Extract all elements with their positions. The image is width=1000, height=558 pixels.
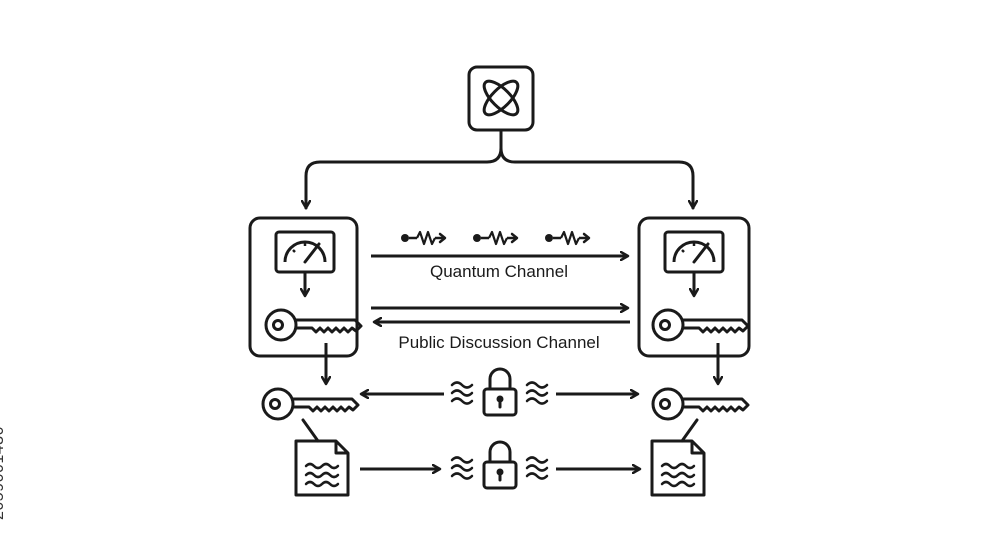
photon-icon	[471, 230, 519, 246]
source-split-connector	[306, 128, 693, 210]
wave-icon	[450, 456, 474, 480]
key-icon	[261, 387, 360, 421]
photon-icon	[543, 230, 591, 246]
sender-station	[248, 216, 363, 358]
receiver-doc-connector	[680, 418, 699, 443]
quantum-channel-label: Quantum Channel	[430, 262, 568, 281]
meter-icon	[663, 230, 725, 274]
key-icon	[264, 308, 363, 342]
key-icon	[651, 387, 750, 421]
quantum-source	[467, 65, 535, 132]
encrypted-message-link	[360, 440, 640, 490]
stock-id-text: 2059001430	[0, 426, 7, 520]
lock-icon	[482, 367, 518, 417]
receiver-station	[637, 216, 751, 358]
sender-doc-connector	[301, 418, 320, 443]
key-exchange-link	[361, 367, 638, 417]
photon-icon	[399, 230, 447, 246]
meter-icon	[274, 230, 336, 274]
document-icon	[650, 439, 706, 497]
document-icon	[294, 439, 350, 497]
wave-icon	[450, 381, 474, 405]
wave-icon	[525, 381, 549, 405]
wave-icon	[525, 456, 549, 480]
atom-icon	[482, 79, 520, 117]
key-icon	[651, 308, 750, 342]
public-channel-label: Public Discussion Channel	[398, 333, 599, 352]
photon-stream	[399, 230, 591, 246]
stock-id-watermark: 2059001430	[0, 300, 38, 520]
lock-icon	[482, 440, 518, 490]
